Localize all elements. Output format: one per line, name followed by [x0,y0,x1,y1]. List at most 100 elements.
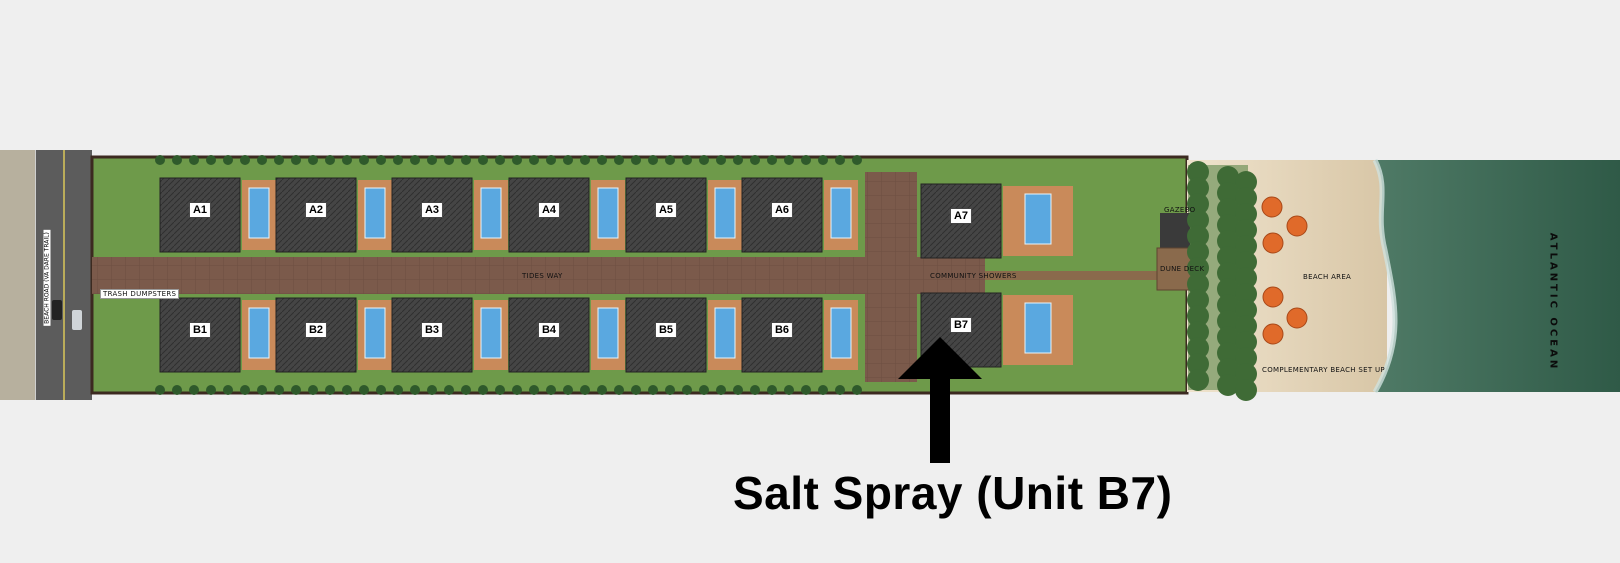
dune-shrub [1235,251,1257,273]
dune-shrub [1187,177,1209,199]
unit-label-b7: B7 [949,317,973,333]
dune-shrub [1217,342,1239,364]
beach-setup-label: COMPLEMENTARY BEACH SET UP [1262,366,1385,374]
roof-b6 [741,297,823,373]
dune-shrub [1217,262,1239,284]
hedge-shrub [495,155,505,165]
hedge-shrub [852,155,862,165]
dune-shrub [1217,326,1239,348]
trash-dumpsters-label: TRASH DUMPSTERS [100,289,180,299]
pool-a2 [364,187,386,239]
pool-b3 [480,307,502,359]
dune-shrub [1187,305,1209,327]
unit-a4 [508,177,625,253]
hedge-shrub [240,155,250,165]
unit-b1 [159,297,276,373]
pool-a5 [714,187,736,239]
hedge-shrub [359,155,369,165]
hedge-shrub [699,155,709,165]
hedge-shrub [682,385,692,395]
hedge-shrub [597,155,607,165]
beach-umbrella [1261,196,1283,218]
unit-label-a6: A6 [770,202,794,218]
hedge-shrub [546,385,556,395]
hedge-shrub [818,155,828,165]
hedge-shrub [597,385,607,395]
hedge-shrub [784,385,794,395]
unit-label-a3: A3 [420,202,444,218]
hedge-shrub [206,385,216,395]
hedge-shrub [427,155,437,165]
dune-shrub [1235,171,1257,193]
hedge-shrub [767,385,777,395]
pool-b7 [1024,302,1052,354]
unit-label-a5: A5 [654,202,678,218]
hedge-shrub [444,155,454,165]
hedge-shrub [189,385,199,395]
hedge-shrub [206,155,216,165]
hedge-shrub [580,155,590,165]
dune-shrub [1235,379,1257,401]
dune-shrub [1235,315,1257,337]
dune-shrub [1235,331,1257,353]
tides-way-road [92,257,985,294]
hedge-shrub [750,385,760,395]
dune-shrub [1217,182,1239,204]
unit-a3 [391,177,508,253]
dune-shrub [1217,214,1239,236]
hedge-shrub [444,385,454,395]
community-showers-label: COMMUNITY SHOWERS [930,272,1017,280]
hedge-shrub [223,385,233,395]
hedge-shrub [240,385,250,395]
hedge-shrub [410,155,420,165]
pool-b4 [597,307,619,359]
dune-shrub [1187,353,1209,375]
dune-deck [1156,247,1194,291]
hedge-shrub [767,155,777,165]
dune-shrub [1187,257,1209,279]
dune-deck-label: DUNE DECK [1160,265,1205,273]
dune-shrub [1187,241,1209,263]
pool-b6 [830,307,852,359]
dune-shrub [1187,337,1209,359]
hedge-shrub [733,155,743,165]
hedge-shrub [716,155,726,165]
beach-umbrella [1286,307,1308,329]
hedge-shrub [852,385,862,395]
dune-shrub [1187,209,1209,231]
dune-shrub [1187,161,1209,183]
hedge-shrub [495,385,505,395]
hedge-shrub [155,385,165,395]
hedge-shrub [274,155,284,165]
hedge-shrub [257,385,267,395]
hedge-shrub [308,385,318,395]
hedge-shrub [325,385,335,395]
unit-label-b6: B6 [770,322,794,338]
hedge-shrub [529,155,539,165]
hedge-shrub [427,385,437,395]
hedge-shrub [342,385,352,395]
beach-umbrella [1262,286,1284,308]
dune-shrub [1235,283,1257,305]
gazebo [1160,213,1190,249]
hedge-shrub [172,155,182,165]
dune-shrub [1187,321,1209,343]
pool-b1 [248,307,270,359]
unit-label-b3: B3 [420,322,444,338]
hedge-shrub [818,385,828,395]
pool-a3 [480,187,502,239]
hedge-shrub [291,385,301,395]
dune-shrub [1217,230,1239,252]
dune-shrub [1187,193,1209,215]
unit-a1 [159,177,276,253]
pool-b2 [364,307,386,359]
hedge-shrub [733,385,743,395]
hedge-shrub [546,155,556,165]
hedge-shrub [189,155,199,165]
hedge-shrub [784,155,794,165]
ocean [1375,160,1620,392]
hedge-shrub [376,385,386,395]
hedge-shrub [580,385,590,395]
unit-label-b1: B1 [188,322,212,338]
